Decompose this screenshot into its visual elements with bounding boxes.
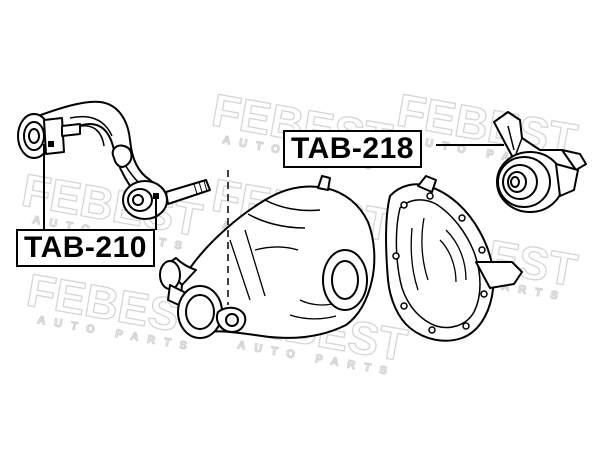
cover-bolt-hole bbox=[400, 302, 408, 310]
cover-stiffener-center bbox=[439, 229, 467, 283]
cover-bolt-hole bbox=[426, 192, 434, 200]
carrier-housing bbox=[180, 185, 376, 339]
cover-bolt-hole bbox=[392, 252, 400, 260]
carrier-top-flange bbox=[247, 199, 321, 229]
arm-rear-bolt bbox=[61, 123, 81, 137]
cover-top-lug bbox=[417, 175, 437, 193]
arm-rear-bushing-core bbox=[28, 128, 40, 144]
differential-carrier bbox=[159, 175, 376, 339]
arm-front-bushing-core bbox=[132, 194, 144, 206]
carrier-left-bore-inner bbox=[185, 294, 215, 330]
arm-front-bolt-thread bbox=[193, 180, 208, 195]
cover-bolt-hole bbox=[400, 201, 408, 209]
cover-inner bbox=[395, 199, 481, 329]
mount-bracket-tab bbox=[561, 149, 587, 171]
cover-bolt-hole bbox=[428, 326, 436, 334]
arm-front-bolt bbox=[165, 179, 211, 205]
carrier-mount-bushing bbox=[225, 313, 239, 327]
cover-bolt-hole bbox=[462, 322, 470, 330]
part-label-tab-210: TAB-210 bbox=[16, 229, 155, 267]
arm-ball-joint bbox=[111, 144, 133, 168]
carrier-right-bore-inner bbox=[331, 260, 359, 300]
cover-bolt-holes bbox=[392, 192, 488, 334]
arm-rear-bushing-marker bbox=[48, 141, 54, 147]
carrier-ribs bbox=[229, 229, 337, 320]
cover-stiffener-left bbox=[410, 217, 429, 291]
cover-right-wing bbox=[475, 261, 523, 289]
leader-lines-tab-210 bbox=[43, 144, 157, 230]
cover-bolt-hole bbox=[480, 290, 488, 298]
cover-outer bbox=[385, 183, 495, 342]
upper-control-arm bbox=[17, 100, 211, 220]
mount-side-wing bbox=[555, 163, 579, 197]
carrier-breather bbox=[317, 175, 331, 191]
differential-mount-bushing bbox=[493, 111, 587, 213]
mount-bracket-fold bbox=[507, 125, 523, 155]
mount-sleeve-core bbox=[510, 176, 520, 188]
cover-bolt-hole bbox=[458, 214, 466, 222]
part-label-tab-218: TAB-218 bbox=[283, 130, 422, 168]
rear-cover bbox=[385, 175, 523, 342]
cover-bolt-hole bbox=[478, 246, 486, 254]
